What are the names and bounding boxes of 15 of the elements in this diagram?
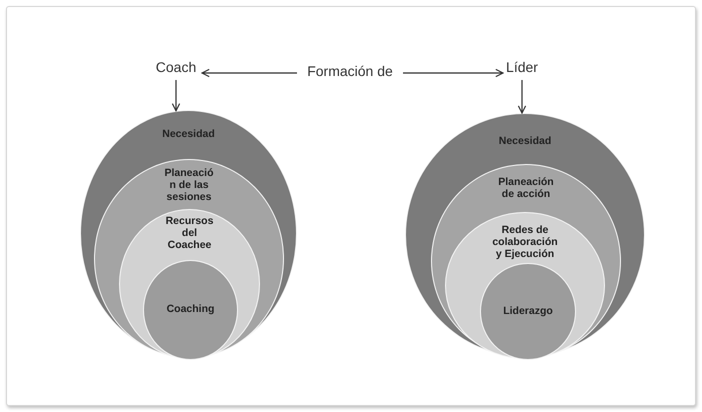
- arrow: [403, 68, 504, 78]
- heading-text: Líder: [506, 59, 538, 75]
- arrow: [172, 80, 180, 112]
- layer-label: Coaching: [166, 304, 216, 316]
- layer-label: Recursos del Coachee: [164, 216, 214, 252]
- heading-text: Formación de: [307, 63, 393, 79]
- layer-label: Liderazgo: [502, 306, 554, 318]
- layer-label: Planeación de las sesiones: [163, 168, 215, 204]
- layer-label: Planeación de acción: [497, 177, 555, 200]
- arrow: [518, 80, 526, 114]
- layer-label: Necesidad: [161, 129, 216, 141]
- layer-label: Necesidad: [498, 136, 552, 148]
- arrow: [201, 68, 297, 78]
- layer-label: Redes de colaboración y Ejecución: [491, 225, 559, 260]
- heading-text: Coach: [156, 59, 196, 75]
